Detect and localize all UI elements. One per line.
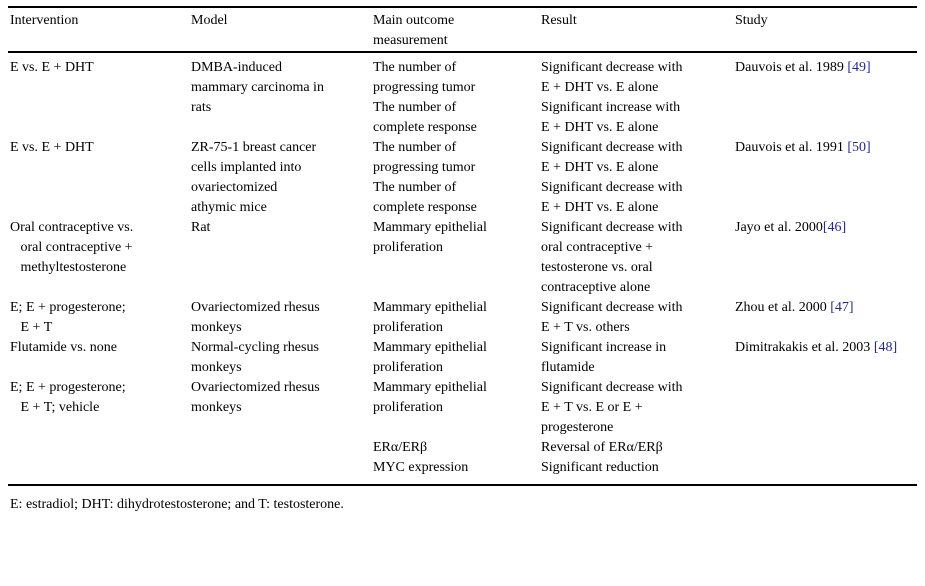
study-text: Dauvois et al. 1989 <box>735 60 848 75</box>
cell-model: Normal-cycling rhesus monkeys <box>191 340 319 375</box>
table-header: Intervention Model Main outcome measurem… <box>8 8 917 53</box>
table-row: E vs. E + DHT DMBA-induced mammary carci… <box>8 52 917 115</box>
cell-study: Dauvois et al. 1989 [49] <box>735 52 917 138</box>
cell-outcome: Mammary epithelial proliferation <box>373 220 487 255</box>
citation-link[interactable]: [48] <box>873 340 898 355</box>
table-row: E; E + progesterone; E + T Ovariectomize… <box>8 298 917 338</box>
cell-intervention: E vs. E + DHT <box>10 140 94 155</box>
cell-result: Significant decrease with E + DHT vs. E … <box>541 180 683 215</box>
cell-result: Significant increase with E + DHT vs. E … <box>541 100 681 135</box>
cell-outcome: The number of progressing tumor <box>373 60 476 95</box>
cell-outcome: The number of complete response <box>373 180 477 215</box>
table-body: E vs. E + DHT DMBA-induced mammary carci… <box>8 52 917 484</box>
cell-intervention: E; E + progesterone; E + T; vehicle <box>10 380 126 415</box>
study-text: Jayo et al. 2000 <box>735 220 823 235</box>
cell-study: Dauvois et al. 1991 [50] <box>735 138 917 218</box>
table-row: The number of complete response Signific… <box>8 98 917 138</box>
cell-result: Significant decrease with E + T vs. E or… <box>541 380 683 435</box>
study-text: Dimitrakakis et al. 2003 <box>735 340 874 355</box>
table-footnote: E: estradiol; DHT: dihydrotestosterone; … <box>10 497 344 512</box>
cell-study <box>735 378 917 484</box>
cell-result: Significant increase in flutamide <box>541 340 667 375</box>
cell-result: Significant decrease with E + DHT vs. E … <box>541 60 683 95</box>
cell-intervention: Oral contraceptive vs. oral contraceptiv… <box>10 220 134 275</box>
cell-study: Jayo et al. 2000[46] <box>735 218 917 298</box>
citation-link[interactable]: [47] <box>830 300 854 315</box>
cell-intervention: Flutamide vs. none <box>10 340 117 355</box>
table-row: ERα/ERβ Reversal of ERα/ERβ <box>8 438 917 458</box>
col-header-intervention: Intervention <box>8 8 191 53</box>
cell-intervention: E; E + progesterone; E + T <box>10 300 126 335</box>
cell-study: Zhou et al. 2000 [47] <box>735 298 917 338</box>
table-row: The number of complete response Signific… <box>8 178 917 218</box>
cell-outcome: The number of progressing tumor <box>373 140 476 175</box>
cell-outcome: Mammary epithelial proliferation <box>373 380 487 415</box>
cell-outcome: Mammary epithelial proliferation <box>373 300 487 335</box>
cell-study: Dimitrakakis et al. 2003 [48] <box>735 338 917 378</box>
table-row: E; E + progesterone; E + T; vehicle Ovar… <box>8 378 917 438</box>
cell-outcome: The number of complete response <box>373 100 477 135</box>
cell-model: Ovariectomized rhesus monkeys <box>191 380 320 415</box>
cell-model: DMBA-induced mammary carcinoma in rats <box>191 60 324 115</box>
table-row: E vs. E + DHT ZR-75-1 breast cancer cell… <box>8 138 917 215</box>
cell-result: Reversal of ERα/ERβ <box>541 440 663 455</box>
cell-outcome: MYC expression <box>373 460 469 475</box>
outcomes-table-sheet: Intervention Model Main outcome measurem… <box>8 6 917 486</box>
col-header-result: Result <box>541 8 735 53</box>
study-text: Dauvois et al. 1991 <box>735 140 848 155</box>
col-header-outcome: Main outcome measurement <box>373 8 541 53</box>
header-row: Intervention Model Main outcome measurem… <box>8 8 917 53</box>
outcomes-table: Intervention Model Main outcome measurem… <box>8 8 917 484</box>
study-text: Zhou et al. 2000 <box>735 300 831 315</box>
cell-result: Significant decrease with E + T vs. othe… <box>541 300 683 335</box>
col-header-study: Study <box>735 8 917 53</box>
cell-model: Rat <box>191 220 211 235</box>
table-row: Oral contraceptive vs. oral contraceptiv… <box>8 218 917 298</box>
citation-link[interactable]: [46] <box>822 220 847 235</box>
citation-link[interactable]: [50] <box>847 140 871 155</box>
cell-intervention: E vs. E + DHT <box>10 60 94 75</box>
cell-result: Significant decrease with oral contracep… <box>541 220 683 295</box>
table-row: Flutamide vs. none Normal-cycling rhesus… <box>8 338 917 378</box>
cell-result: Significant decrease with E + DHT vs. E … <box>541 140 683 175</box>
cell-outcome: Mammary epithelial proliferation <box>373 340 487 375</box>
table-row: MYC expression Significant reduction <box>8 458 917 484</box>
cell-outcome: ERα/ERβ <box>373 440 428 455</box>
col-header-model: Model <box>191 8 373 53</box>
cell-model: Ovariectomized rhesus monkeys <box>191 300 320 335</box>
cell-model: ZR-75-1 breast cancer cells implanted in… <box>191 140 317 215</box>
citation-link[interactable]: [49] <box>847 60 871 75</box>
cell-result: Significant reduction <box>541 460 659 475</box>
